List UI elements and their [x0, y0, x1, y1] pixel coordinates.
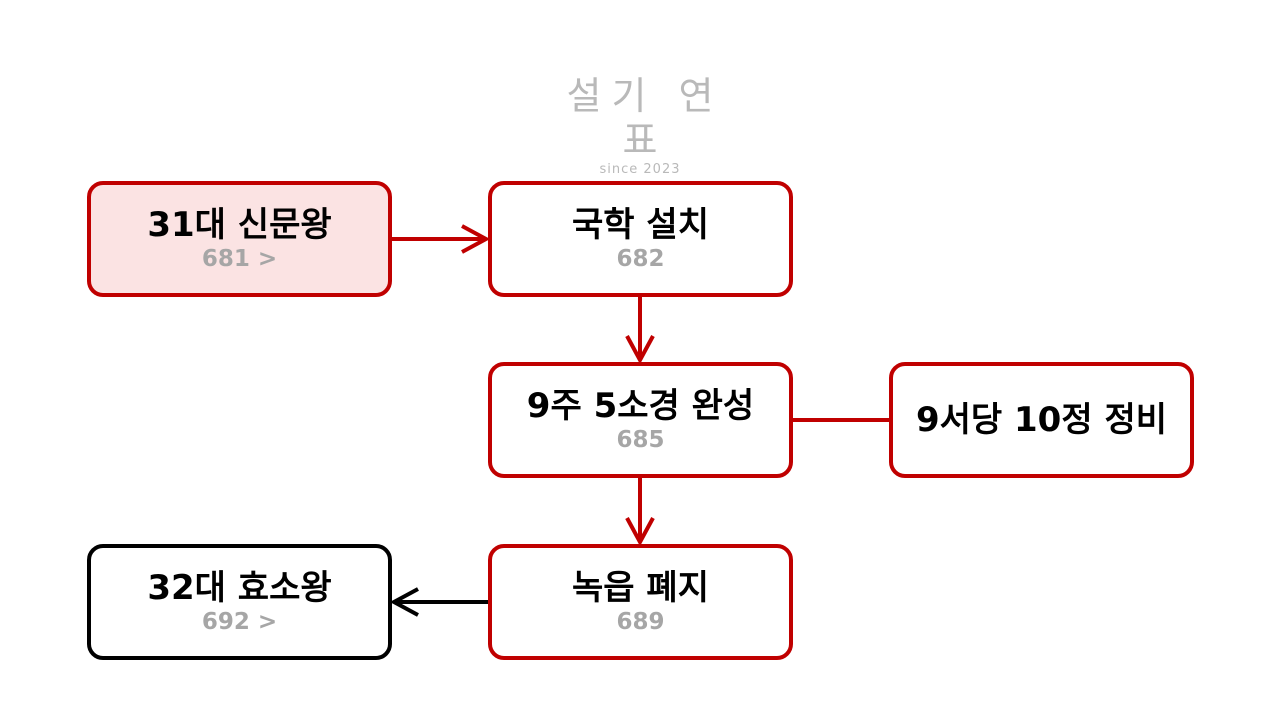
node-title: 31대 신문왕: [147, 205, 332, 245]
node-title: 녹읍 폐지: [572, 568, 709, 608]
node-gukhak: 국학 설치 682: [488, 181, 793, 297]
node-year: 685: [616, 427, 665, 453]
node-9seodang-10jeong: 9서당 10정 정비: [889, 362, 1194, 478]
node-year: 682: [616, 246, 665, 272]
node-year-link[interactable]: 692 >: [201, 609, 278, 635]
arrowhead-ju-to-nogeup: [625, 517, 655, 547]
node-title: 32대 효소왕: [147, 568, 332, 608]
node-sinmun-wang[interactable]: 31대 신문왕 681 >: [87, 181, 392, 297]
arrowhead-sinmun-to-gukhak: [461, 224, 491, 254]
node-title: 9주 5소경 완성: [526, 386, 755, 426]
node-9ju-5sogyeong: 9주 5소경 완성 685: [488, 362, 793, 478]
logo-subtitle: since 2023: [599, 162, 681, 177]
node-nogeup: 녹읍 폐지 689: [488, 544, 793, 660]
arrowhead-gukhak-to-ju: [625, 335, 655, 365]
arrowhead-nogeup-to-hyoso: [389, 587, 419, 617]
logo-title: 설기 연표: [566, 74, 724, 162]
node-title: 국학 설치: [572, 205, 709, 245]
logo: 설기 연표 since 2023: [540, 74, 740, 178]
node-year-link[interactable]: 681 >: [201, 246, 278, 272]
node-hyoso-wang[interactable]: 32대 효소왕 692 >: [87, 544, 392, 660]
node-year: 689: [616, 609, 665, 635]
node-title: 9서당 10정 정비: [915, 400, 1168, 440]
